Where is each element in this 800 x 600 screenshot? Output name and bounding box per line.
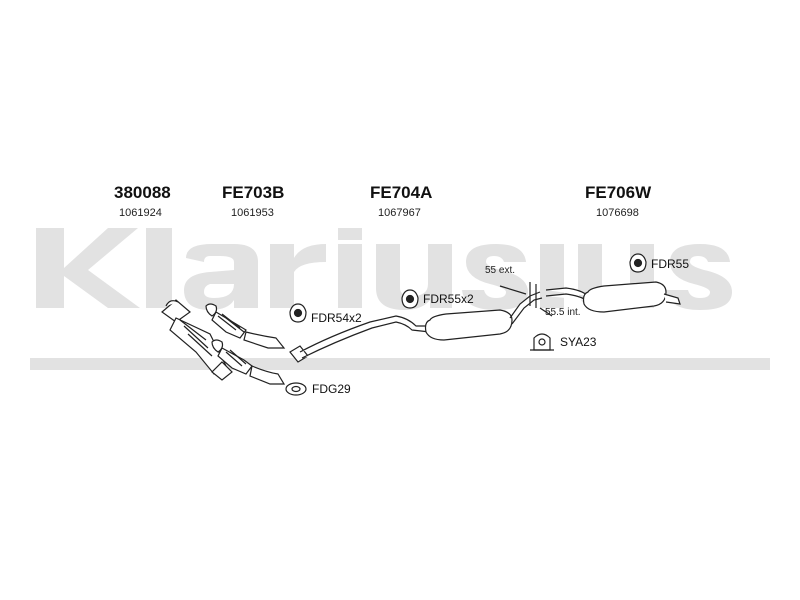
rear-section bbox=[545, 281, 681, 313]
dimension-int-label: 55.5 int. bbox=[545, 307, 581, 318]
part-code-380088: 380088 bbox=[114, 183, 171, 202]
part-code-fe704a: FE704A bbox=[370, 183, 433, 202]
catalytic-converter bbox=[161, 299, 233, 381]
fdr55x2-label: FDR55x2 bbox=[423, 292, 474, 306]
fdr55-hanger-icon bbox=[629, 253, 647, 273]
part-code-fe703b: FE703B bbox=[222, 183, 285, 202]
oem-code-fe706w: 1076698 bbox=[596, 207, 639, 219]
oem-code-380088: 1061924 bbox=[119, 207, 162, 219]
fdr55x2-hanger-icon bbox=[401, 289, 419, 309]
fdr54-hanger-icon bbox=[289, 303, 307, 323]
fdr55-label: FDR55 bbox=[651, 257, 690, 271]
oem-code-fe704a: 1067967 bbox=[378, 207, 421, 219]
fdr54-label: FDR54x2 bbox=[311, 311, 362, 325]
front-pipe-lower bbox=[211, 339, 286, 385]
sya23-clamp-icon bbox=[530, 333, 554, 351]
exhaust-system bbox=[161, 281, 681, 385]
sya23-label: SYA23 bbox=[560, 335, 597, 349]
fdg29-label: FDG29 bbox=[312, 382, 351, 396]
dimension-ext-label: 55 ext. bbox=[485, 265, 516, 276]
fdg29-gasket-icon bbox=[285, 382, 307, 396]
front-pipe-upper bbox=[205, 303, 286, 349]
oem-code-fe703b: 1061953 bbox=[231, 207, 274, 219]
dimension-marks bbox=[499, 282, 553, 317]
part-code-fe706w: FE706W bbox=[585, 183, 652, 202]
middle-section bbox=[289, 291, 543, 363]
